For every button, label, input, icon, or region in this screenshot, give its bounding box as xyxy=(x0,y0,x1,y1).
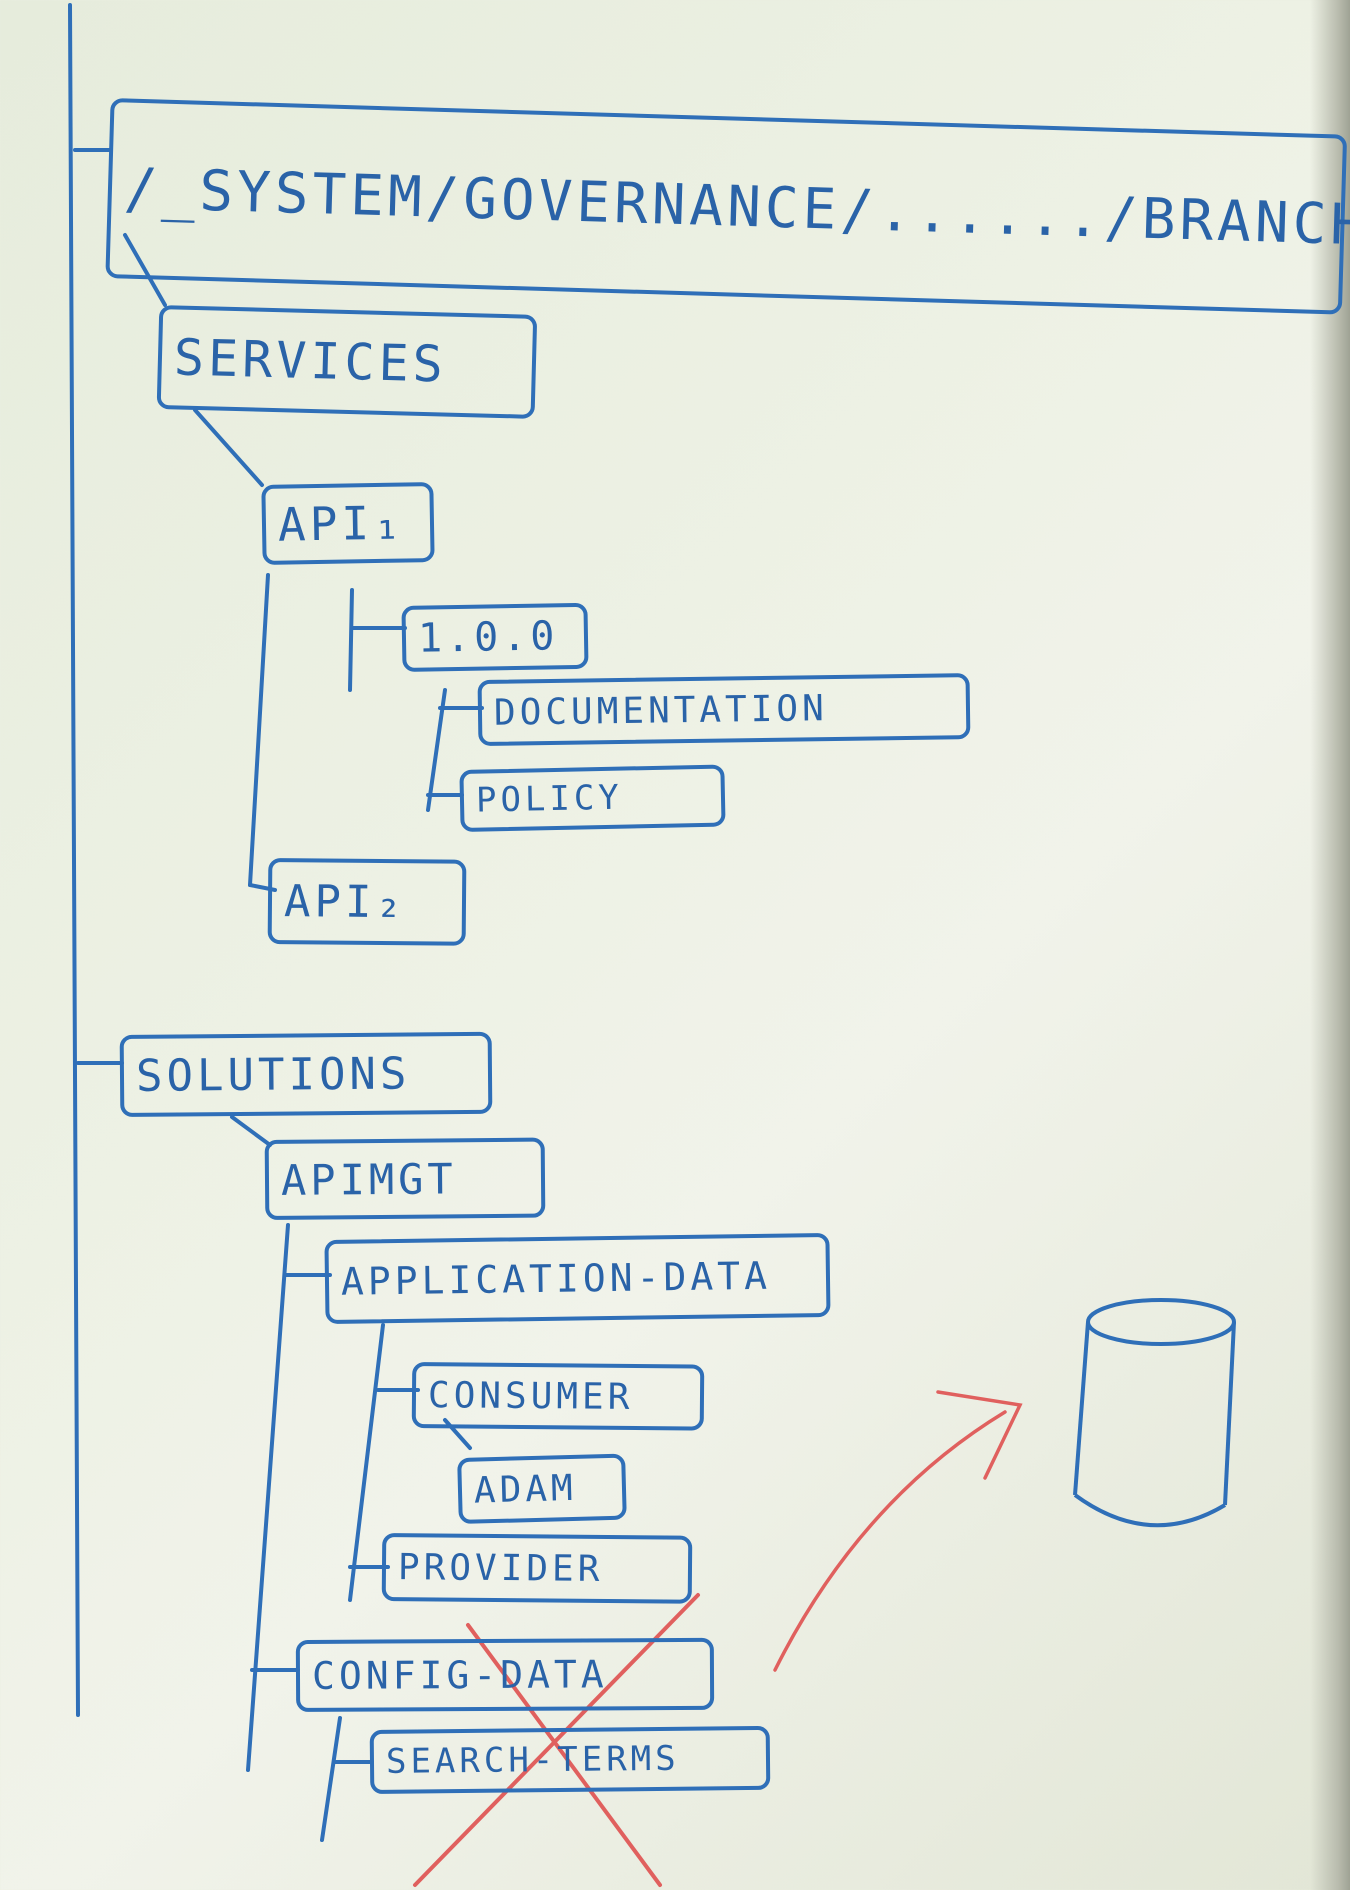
consumer-node[interactable]: CONSUMER xyxy=(411,1362,705,1431)
provider-label: PROVIDER xyxy=(397,1546,604,1590)
documentation-label: DOCUMENTATION xyxy=(493,687,829,734)
config-data-label: CONFIG-DATA xyxy=(311,1652,608,1698)
api2-node[interactable]: API₂ xyxy=(267,858,467,946)
root-path-label: /_SYSTEM/GOVERNANCE/....../BRANCH xyxy=(123,155,1350,258)
red-arrow xyxy=(773,1390,1023,1672)
application-data-spine xyxy=(348,1323,385,1602)
v100-spine xyxy=(348,588,354,692)
api1-label: API₁ xyxy=(277,495,406,552)
application-data-node[interactable]: APPLICATION-DATA xyxy=(324,1232,831,1324)
apimgt-label: APIMGT xyxy=(280,1153,457,1205)
version-1-0-0-label: 1.0.0 xyxy=(417,613,559,662)
api1-spine xyxy=(248,573,270,887)
solutions-node[interactable]: SOLUTIONS xyxy=(119,1031,493,1117)
main-spine-line xyxy=(68,3,80,1717)
apimgt-spine xyxy=(246,1223,290,1772)
apimgt-node[interactable]: APIMGT xyxy=(264,1137,546,1220)
policy-node[interactable]: POLICY xyxy=(459,764,726,832)
database-cylinder-icon xyxy=(1073,1298,1236,1528)
adam-label: ADAM xyxy=(473,1467,578,1512)
solutions-label: SOLUTIONS xyxy=(135,1047,411,1102)
api2-connector xyxy=(248,883,277,892)
search-terms-node[interactable]: SEARCH-TERMS xyxy=(369,1725,771,1794)
root-path-node[interactable]: /_SYSTEM/GOVERNANCE/....../BRANCH xyxy=(105,98,1350,315)
api2-label: API₂ xyxy=(283,875,407,928)
documentation-node[interactable]: DOCUMENTATION xyxy=(477,673,971,746)
services-label: SERVICES xyxy=(173,328,448,394)
services-connector xyxy=(123,233,167,307)
adam-connector xyxy=(443,1418,472,1450)
config-data-spine xyxy=(320,1716,342,1842)
policy-label: POLICY xyxy=(475,777,624,821)
api1-node[interactable]: API₁ xyxy=(261,482,435,565)
config-data-node[interactable]: CONFIG-DATA xyxy=(295,1637,715,1712)
adam-node[interactable]: ADAM xyxy=(457,1453,627,1524)
board-edge xyxy=(1310,0,1350,1890)
provider-node[interactable]: PROVIDER xyxy=(381,1533,693,1604)
services-node[interactable]: SERVICES xyxy=(156,305,538,419)
api1-connector xyxy=(193,408,264,487)
consumer-label: CONSUMER xyxy=(427,1374,634,1418)
apimgt-connector xyxy=(230,1115,272,1147)
red-cross-out xyxy=(413,1593,700,1887)
search-terms-label: SEARCH-TERMS xyxy=(385,1738,680,1782)
version-1-0-0-node[interactable]: 1.0.0 xyxy=(401,602,589,672)
application-data-label: APPLICATION-DATA xyxy=(340,1253,772,1304)
